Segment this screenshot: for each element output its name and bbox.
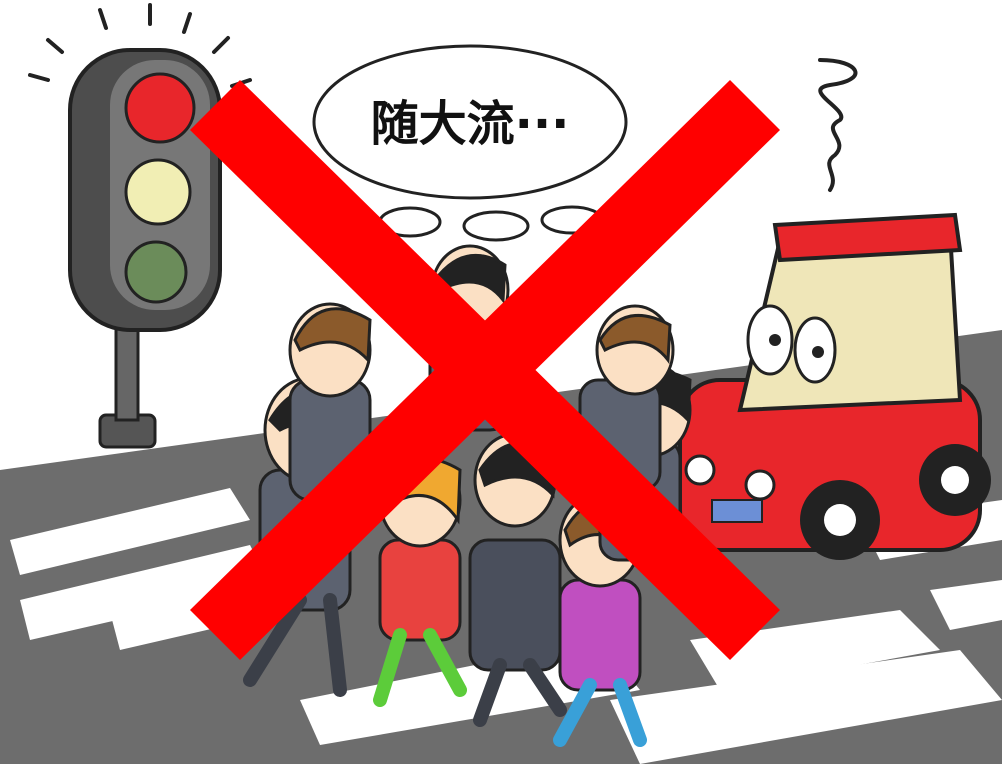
thought-bubble-text: 随大流···: [371, 96, 570, 152]
green-lamp: [124, 240, 188, 304]
amber-lamp: [124, 158, 192, 226]
thought-bubble: 随大流···: [312, 44, 628, 242]
light-rays: [28, 3, 252, 88]
traffic-light: [28, 3, 252, 449]
car: [678, 212, 991, 560]
red-lamp: [124, 72, 196, 144]
prohibition-x-icon: [190, 80, 780, 660]
car-license-plate: [711, 499, 763, 523]
pedestrian-legs: [243, 593, 647, 747]
confusion-swirl-icon: [818, 58, 858, 192]
